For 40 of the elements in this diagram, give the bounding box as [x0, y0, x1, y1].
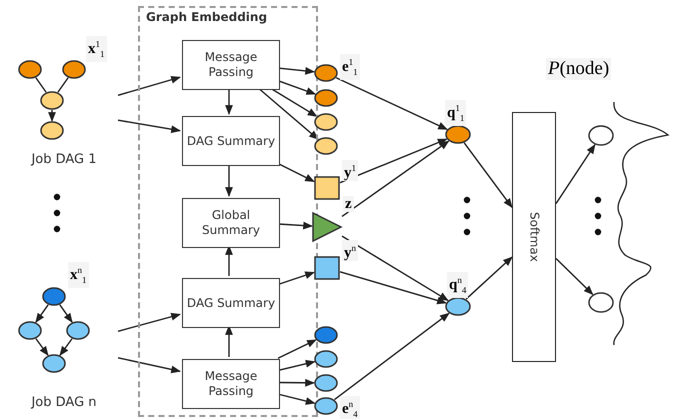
arrow: [555, 144, 596, 204]
arrow: [118, 119, 181, 134]
softmax-label: Softmax: [526, 212, 542, 262]
arrow: [118, 312, 181, 332]
arrow: [59, 338, 73, 356]
dashed-group-frame: [138, 6, 318, 417]
connector-line: [35, 77, 47, 93]
arrow: [342, 140, 450, 217]
arrow: [342, 236, 449, 302]
math-label: z: [343, 196, 354, 212]
math-label: y$^{n}$: [342, 240, 358, 261]
softmax-box: [512, 112, 556, 362]
arrow: [340, 138, 448, 184]
process-box: Global Summary: [182, 198, 280, 248]
arrow: [278, 339, 317, 359]
arrow: [35, 338, 49, 356]
arrow: [464, 142, 513, 208]
process-box: Message Passing: [182, 359, 280, 409]
arrow: [59, 304, 73, 323]
arrow: [225, 164, 233, 197]
arrow: [278, 378, 315, 387]
arrow: [340, 271, 447, 304]
process-box: DAG Summary: [182, 278, 280, 328]
group-title: Graph Embedding: [146, 10, 268, 25]
arrow: [48, 110, 56, 122]
arrow: [466, 256, 513, 300]
connector-line: [57, 77, 69, 93]
arrow: [336, 77, 448, 130]
arrow: [225, 88, 233, 115]
probability-label: P(node): [546, 58, 612, 80]
arrow: [118, 76, 181, 96]
arrow: [334, 312, 450, 400]
math-label: y$^{1}$: [342, 160, 358, 181]
dag-label: Job DAG n: [30, 395, 98, 410]
dag-label: Job DAG 1: [30, 152, 98, 167]
arrow: [35, 304, 49, 323]
arrow: [556, 258, 594, 296]
process-box: Message Passing: [182, 40, 280, 90]
arrow: [118, 357, 181, 374]
process-box: DAG Summary: [182, 116, 280, 166]
